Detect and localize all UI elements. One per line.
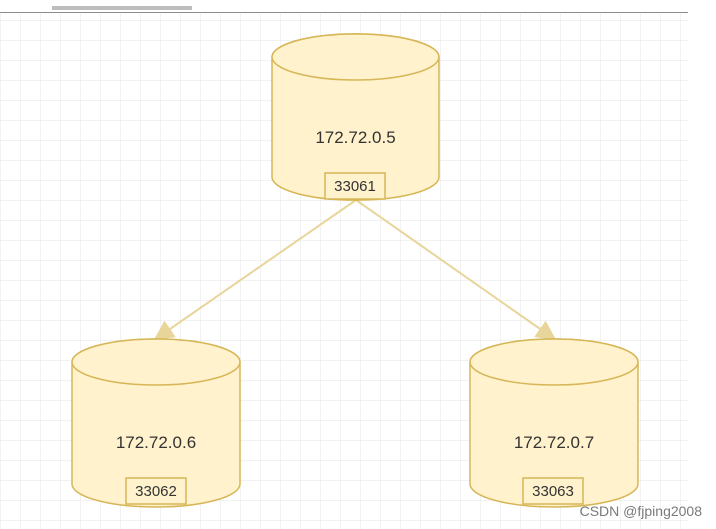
cylinder-top <box>469 338 639 386</box>
edge-primary-to-replica1 <box>153 199 357 341</box>
scrollbar-thumb[interactable] <box>52 6 192 10</box>
port-box <box>522 477 584 505</box>
node-port-label: 33061 <box>334 178 376 195</box>
cylinder-top <box>71 338 241 386</box>
port-box <box>324 172 386 200</box>
toolbar-divider <box>0 12 688 13</box>
node-port-label: 33063 <box>532 483 574 500</box>
node-ip-label: 172.72.0.6 <box>116 433 196 452</box>
db-node-replica2[interactable]: 172.72.0.7 33063 <box>469 338 639 508</box>
node-ip-label: 172.72.0.5 <box>315 128 395 147</box>
db-node-replica1[interactable]: 172.72.0.6 33062 <box>71 338 241 508</box>
node-port-label: 33062 <box>135 483 177 500</box>
cylinder-top <box>271 33 440 81</box>
port-box <box>125 477 187 505</box>
edge-primary-to-replica2 <box>355 199 557 341</box>
node-ip-label: 172.72.0.7 <box>514 433 594 452</box>
watermark-text: CSDN @fjping2008 <box>579 503 702 519</box>
db-node-primary[interactable]: 172.72.0.5 33061 <box>271 33 440 201</box>
